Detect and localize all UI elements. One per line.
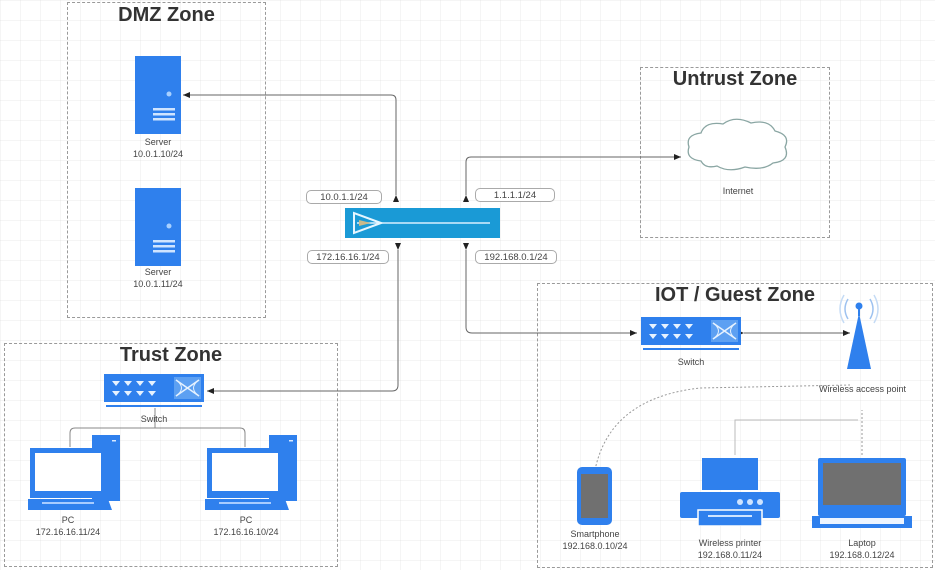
desktop-pc-icon: [24, 435, 120, 510]
trust-pc-2-type: PC: [239, 515, 253, 525]
smartphone[interactable]: [577, 467, 612, 525]
trust-pc-1[interactable]: [24, 435, 120, 511]
dmz-server-1[interactable]: [135, 56, 181, 134]
wireless-link-printer: [734, 419, 858, 455]
dmz-zone-title: DMZ Zone: [118, 4, 215, 26]
dmz-server-1-ip: 10.0.1.10/24: [132, 149, 184, 159]
wireless-access-point[interactable]: [834, 291, 884, 371]
wireless-link-smartphone: [594, 384, 851, 471]
wireless-printer-ip: 192.168.0.11/24: [697, 550, 763, 560]
trust-pc-1-type: PC: [61, 515, 75, 525]
dmz-server-2[interactable]: [135, 188, 181, 266]
desktop-pc-icon: [201, 435, 297, 510]
dmz-server-2-ip: 10.0.1.11/24: [133, 279, 183, 289]
trust-pc-1-ip: 172.16.16.11/24: [35, 527, 101, 537]
trust-zone: Trust Zone: [4, 343, 338, 567]
link-firewall-iot: [463, 243, 637, 336]
untrust-zone-title: Untrust Zone: [672, 68, 798, 90]
iot-switch[interactable]: [641, 317, 741, 351]
laptop-ip: 192.168.0.12/24: [829, 550, 895, 560]
trust-zone-title: Trust Zone: [119, 344, 223, 366]
wireless-antenna-icon: [839, 294, 879, 369]
laptop[interactable]: [812, 458, 912, 530]
iot-guest-zone-title: IOT / Guest Zone: [654, 284, 815, 306]
switch-icon: [641, 317, 741, 350]
dmz-server-2-type: Server: [144, 267, 172, 277]
smartphone-ip: 192.168.0.10/24: [562, 541, 628, 551]
link-switch-pcs: [69, 408, 246, 447]
smartphone-icon: [577, 467, 612, 525]
link-firewall-internet: [463, 154, 681, 202]
firewall-dmz-interface: 10.0.1.1/24: [306, 190, 382, 204]
internet-label: Internet: [722, 186, 754, 196]
server-icon: [135, 56, 181, 134]
firewall-icon: [345, 208, 500, 238]
firewall[interactable]: [345, 208, 500, 238]
smartphone-type: Smartphone: [570, 529, 620, 539]
trust-pc-2-ip: 172.16.16.10/24: [213, 527, 279, 537]
server-icon: [135, 188, 181, 266]
untrust-zone: Untrust Zone: [640, 67, 830, 238]
cloud-icon: [687, 118, 788, 171]
laptop-type: Laptop: [848, 538, 876, 548]
trust-switch-label: Switch: [140, 414, 168, 424]
link-firewall-dmz: [183, 92, 399, 202]
dmz-server-1-type: Server: [144, 137, 172, 147]
firewall-trust-interface: 172.16.16.1/24: [307, 250, 389, 264]
trust-switch[interactable]: [104, 374, 204, 408]
internet-cloud[interactable]: [683, 117, 793, 172]
firewall-untrust-interface: 1.1.1.1/24: [475, 188, 555, 202]
iot-switch-label: Switch: [677, 357, 705, 367]
trust-pc-2[interactable]: [201, 435, 297, 511]
printer-icon: [680, 458, 780, 527]
laptop-icon: [812, 458, 912, 528]
switch-icon: [104, 374, 204, 407]
link-firewall-trust: [207, 243, 401, 394]
iot-guest-zone: IOT / Guest Zone: [537, 283, 933, 568]
firewall-iot-interface: 192.168.0.1/24: [475, 250, 557, 264]
wireless-printer[interactable]: [680, 458, 780, 527]
wireless-printer-type: Wireless printer: [698, 538, 762, 548]
access-point-label: Wireless access point: [818, 384, 907, 394]
